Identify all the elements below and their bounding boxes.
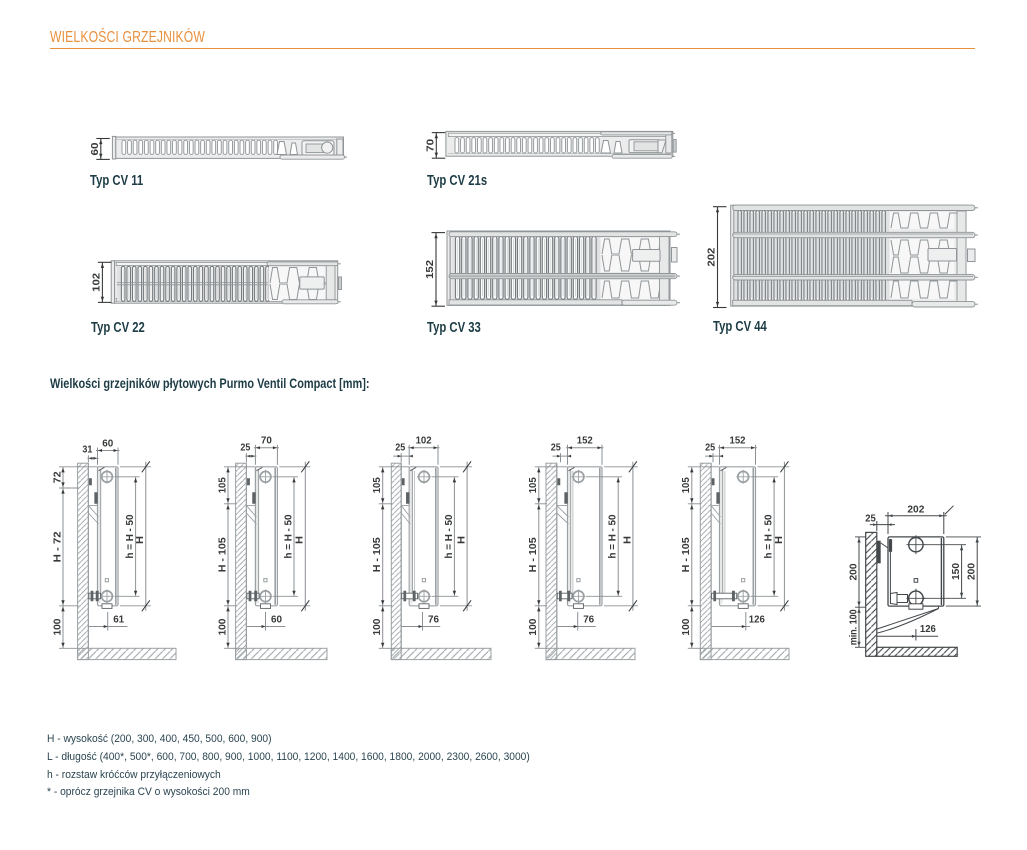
svg-text:H: H — [295, 536, 306, 544]
svg-text:100: 100 — [681, 618, 692, 635]
svg-text:H: H — [135, 536, 146, 544]
svg-text:200: 200 — [847, 563, 859, 580]
svg-text:100: 100 — [372, 618, 383, 635]
svg-text:70: 70 — [424, 139, 436, 152]
svg-text:H - 105: H - 105 — [217, 537, 228, 572]
svg-text:H - 105: H - 105 — [528, 537, 539, 572]
svg-text:105: 105 — [681, 477, 692, 493]
svg-text:25: 25 — [240, 443, 250, 454]
svg-text:102: 102 — [416, 436, 432, 447]
svg-text:202: 202 — [706, 247, 718, 266]
svg-text:76: 76 — [583, 615, 594, 626]
svg-text:105: 105 — [217, 477, 228, 493]
svg-text:h = H - 50: h = H - 50 — [764, 514, 775, 558]
svg-text:76: 76 — [428, 615, 439, 626]
svg-text:152: 152 — [424, 260, 436, 279]
svg-text:25: 25 — [705, 443, 715, 454]
svg-text:72: 72 — [52, 471, 63, 483]
svg-text:h = H - 50: h = H - 50 — [444, 514, 455, 558]
svg-text:H: H — [622, 536, 633, 544]
svg-text:31: 31 — [82, 445, 92, 456]
svg-text:H - 105: H - 105 — [681, 537, 692, 572]
svg-text:152: 152 — [577, 436, 593, 447]
svg-text:202: 202 — [907, 503, 924, 515]
svg-text:H: H — [774, 536, 785, 544]
svg-text:70: 70 — [261, 436, 272, 447]
svg-text:126: 126 — [749, 615, 765, 626]
svg-text:25: 25 — [395, 443, 405, 454]
svg-text:100: 100 — [528, 618, 539, 635]
svg-text:h = H - 50: h = H - 50 — [608, 514, 619, 558]
svg-text:105: 105 — [528, 477, 539, 493]
svg-text:102: 102 — [90, 273, 102, 292]
svg-text:60: 60 — [102, 438, 113, 449]
svg-text:h = H - 50: h = H - 50 — [283, 514, 294, 558]
svg-text:152: 152 — [730, 436, 746, 447]
svg-text:100: 100 — [52, 618, 63, 635]
svg-text:25: 25 — [865, 512, 876, 524]
svg-text:60: 60 — [89, 142, 101, 155]
svg-text:150: 150 — [950, 563, 962, 580]
svg-text:H: H — [457, 536, 468, 544]
svg-text:61: 61 — [113, 615, 124, 626]
svg-text:H - 105: H - 105 — [372, 537, 383, 572]
svg-text:25: 25 — [551, 443, 561, 454]
svg-text:H - 72: H - 72 — [52, 531, 63, 562]
svg-text:126: 126 — [920, 623, 936, 635]
svg-text:60: 60 — [271, 615, 282, 626]
svg-text:h = H - 50: h = H - 50 — [125, 514, 136, 558]
svg-text:100: 100 — [217, 618, 228, 635]
svg-text:min. 100: min. 100 — [847, 609, 859, 645]
svg-text:200: 200 — [966, 563, 978, 580]
svg-text:105: 105 — [372, 477, 383, 493]
